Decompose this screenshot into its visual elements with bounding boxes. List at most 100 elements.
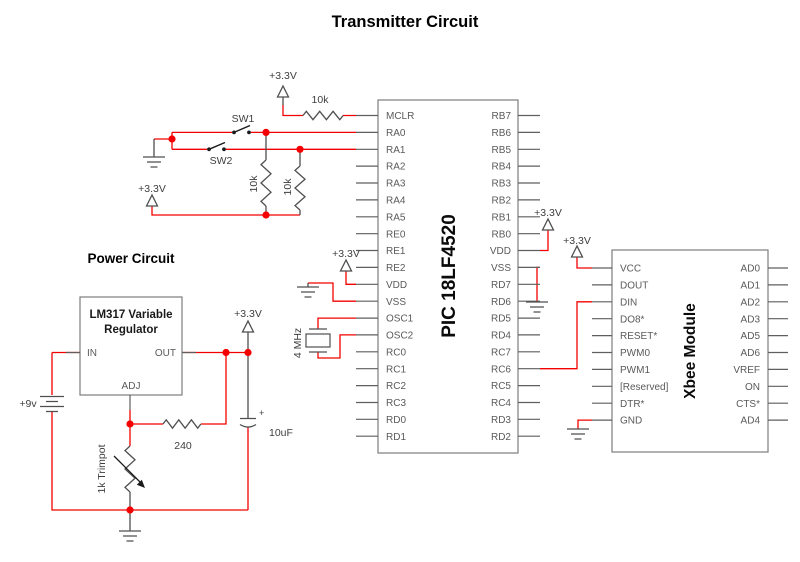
resistor-pullup-2: 10k [282, 149, 306, 215]
pic-pin-mclr: MCLR [386, 111, 414, 122]
xbee-pin-dtr: DTR* [620, 399, 645, 410]
battery-9v: +9v [19, 395, 64, 413]
xbee-module: Xbee Module VCC DOUT DIN DO8* RESET* PWM… [592, 249, 788, 453]
page-title: Transmitter Circuit [332, 13, 479, 31]
pic-pin-vdd-r: VDD [490, 246, 511, 257]
pic-pin-osc2: OSC2 [386, 331, 414, 342]
junction-dots [126, 128, 304, 514]
pic-pin-re2: RE2 [386, 263, 406, 274]
symbols: +3.3V +3.3V +3.3V +3.3V +3.3V +3.3V [19, 70, 591, 542]
xbee-pin-reserved: [Reserved] [620, 382, 669, 393]
resistor-pullup-1: 10k [248, 132, 272, 215]
junction-dot [168, 135, 176, 143]
pic-pin-rb5: RB5 [492, 145, 512, 156]
junction-dot [126, 420, 134, 428]
wire-vss-left [308, 282, 356, 302]
xbee-pin-do8: DO8* [620, 314, 645, 325]
capacitor-10uf: + 10uF [239, 352, 293, 439]
wire-rc6-din [540, 301, 592, 370]
lm317-stubs [66, 351, 196, 410]
xbee-pin-ad5: AD5 [741, 331, 761, 342]
lm317-regulator: LM317 Variable Regulator IN OUT ADJ [66, 296, 196, 410]
capacitor-polarity: + [259, 408, 264, 418]
ground-vss-left [297, 283, 319, 298]
xbee-pin-on: ON [745, 382, 760, 393]
junction-dot [126, 506, 134, 514]
xbee-pin-pwm1: PWM1 [620, 365, 650, 376]
wire-vdd-left [345, 271, 356, 285]
sw1-label: SW1 [232, 113, 255, 125]
wire-osc1 [317, 317, 356, 329]
pic-pin-vss-l: VSS [386, 297, 406, 308]
lm317-title-line1: LM317 Variable [89, 309, 172, 321]
crystal-4mhz: 4 MHz [292, 328, 331, 358]
junction-dot [296, 145, 304, 153]
pic-pin-ra0: RA0 [386, 128, 406, 139]
wire-240-branch [130, 352, 227, 425]
xbee-pin-din: DIN [620, 297, 637, 308]
pic-right-stubs [518, 114, 540, 437]
pic-pin-rd4: RD4 [491, 331, 511, 342]
xbee-pin-reset: RESET* [620, 331, 657, 342]
xbee-pin-ad0: AD0 [741, 264, 761, 275]
capacitor-label: 10uF [269, 427, 293, 439]
junction-dot [244, 348, 252, 357]
pic-pin-rd2: RD2 [491, 432, 511, 443]
pic-pin-rd3: RD3 [491, 415, 511, 426]
xbee-right-stubs [768, 267, 788, 421]
pic-pin-rc5: RC5 [491, 381, 511, 392]
wire-xbee-gnd [577, 419, 592, 429]
pic-pin-rc4: RC4 [491, 398, 511, 409]
xbee-outline [611, 249, 769, 453]
pic-pin-rc1: RC1 [386, 364, 406, 375]
lm317-pin-adj: ADJ [122, 381, 141, 392]
lm317-outline [79, 296, 183, 396]
pic-pin-ra3: RA3 [386, 179, 406, 190]
xbee-pin-ad2: AD2 [741, 297, 761, 308]
pic-pin-ra4: RA4 [386, 196, 406, 207]
trimpot-1k: 1k Trimpot [96, 444, 145, 510]
240-resistor-label: 240 [174, 440, 192, 452]
pic-pin-re1: RE1 [386, 246, 406, 257]
resistor-240: 240 [162, 418, 202, 452]
supply-label: +3.3V [234, 308, 262, 320]
junction-dot [262, 211, 270, 219]
xbee-pin-ad1: AD1 [741, 281, 761, 292]
pic-pin-rb2: RB2 [492, 196, 512, 207]
xbee-pin-pwm0: PWM0 [620, 348, 650, 359]
resistor-mclr: 10k [302, 94, 344, 121]
pic-pin-rb0: RB0 [492, 229, 512, 240]
xbee-pin-dout: DOUT [620, 281, 648, 292]
switch-sw1: SW1 [232, 113, 255, 135]
supply-label: +3.3V [534, 207, 562, 219]
supply-label: +3.3V [138, 183, 166, 195]
xbee-pin-vcc: VCC [620, 264, 641, 275]
pic-pin-rc3: RC3 [386, 398, 406, 409]
pic-pin-re0: RE0 [386, 229, 406, 240]
supply-arrow-vdd-left: +3.3V [332, 248, 360, 272]
pic-chip: PIC 18LF4520 MCLR RA0 RA1 RA2 RA3 RA4 RA… [356, 99, 540, 454]
wire-xbee-vcc [576, 256, 592, 269]
supply-label: +3.3V [332, 248, 360, 260]
power-circuit-title: Power Circuit [87, 251, 175, 266]
pic-pin-rb6: RB6 [492, 128, 512, 139]
pic-pin-ra5: RA5 [386, 212, 406, 223]
ground-xbee [567, 428, 589, 440]
pic-pin-rc2: RC2 [386, 381, 406, 392]
pic-pin-osc1: OSC1 [386, 314, 414, 325]
pic-pin-rb1: RB1 [492, 212, 512, 223]
pic-pin-rd0: RD0 [386, 415, 406, 426]
lm317-pin-in: IN [87, 348, 97, 359]
wire-vdd-right [540, 229, 549, 252]
ground-left-switches [143, 139, 165, 168]
supply-arrow-mclr: +3.3V [269, 70, 297, 105]
switch-sw2: SW2 [207, 141, 233, 167]
supply-label: +3.3V [563, 235, 591, 247]
supply-arrow-xbee-vcc: +3.3V [563, 235, 591, 258]
xbee-name: Xbee Module [682, 303, 699, 399]
pic-outline [377, 99, 519, 454]
pic-pin-ra2: RA2 [386, 162, 406, 173]
wires [51, 105, 592, 511]
trimpot-label: 1k Trimpot [96, 444, 108, 493]
